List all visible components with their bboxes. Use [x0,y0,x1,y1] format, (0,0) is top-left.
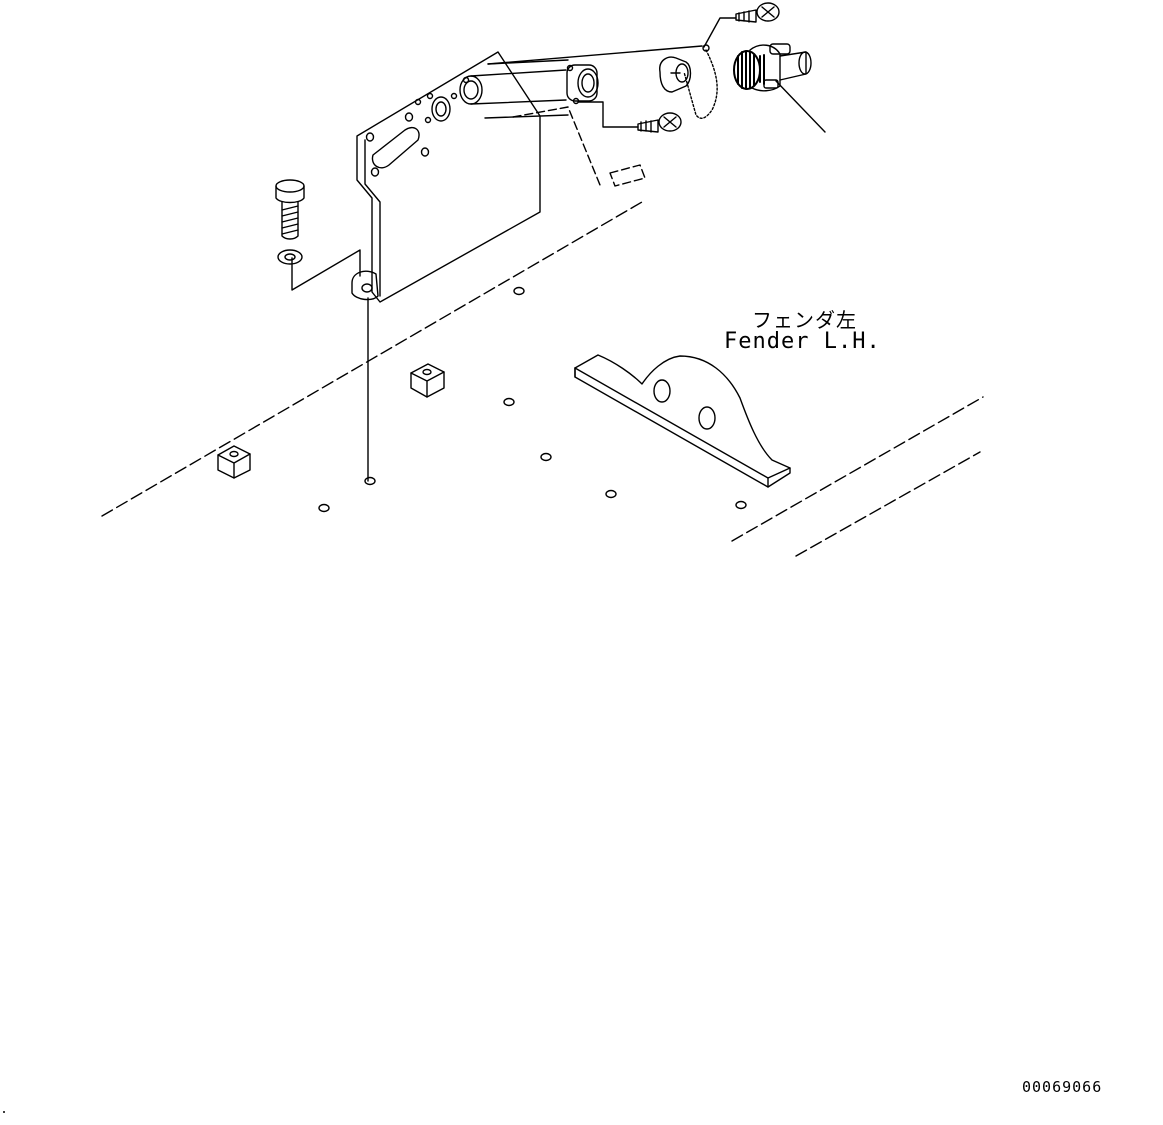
socket [566,64,599,105]
fender-lh-bracket [574,354,791,488]
connector-plug [733,43,812,92]
dust-cap [659,56,692,93]
screw-upper [735,2,780,23]
cap-chain [683,49,718,119]
drawing-code: 00069066 [1022,1078,1103,1096]
chain-ring [702,44,710,52]
fender-lh-label-en: Fender L.H. [724,329,881,354]
spacer-block-upper [410,363,445,398]
floor-outline [101,201,984,557]
corner-dot [3,1111,5,1113]
mounting-bracket [351,51,569,303]
wiring-harness [512,106,646,187]
screw-lower [637,112,682,133]
floor-holes [318,286,747,513]
washer [277,249,303,265]
bolt [275,179,305,240]
fender-lh-label-jp: フェンダ左 [752,308,857,332]
spacer-block-lower [217,445,251,479]
leader-lines [291,17,826,482]
